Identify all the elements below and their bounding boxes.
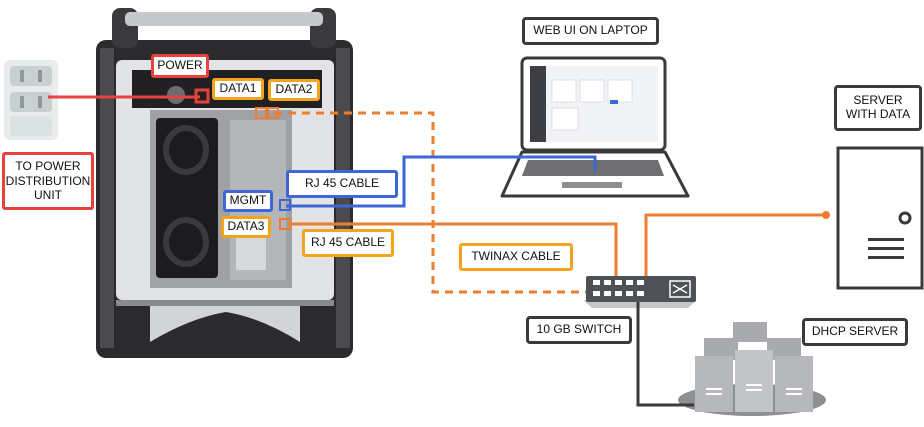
appliance-rear [96, 8, 353, 358]
mgmt-label: MGMT [223, 190, 273, 212]
data3-cable [279, 218, 618, 276]
tower-server-icon [836, 146, 924, 290]
server-with-data-label: SERVER WITH DATA [834, 85, 922, 131]
power-cable [48, 88, 210, 104]
dhcp-cable [636, 302, 694, 407]
pdu-label: TO POWER DISTRIBUTION UNIT [2, 152, 94, 210]
data1-label: DATA1 [212, 78, 264, 100]
server-cluster-icon [678, 322, 826, 416]
web-ui-label: WEB UI ON LAPTOP [522, 17, 659, 45]
rj45-cable-label-mgmt: RJ 45 CABLE [286, 170, 398, 198]
twinax-cable [255, 107, 586, 294]
power-label: POWER [151, 54, 209, 78]
rj45-cable-label-data3: RJ 45 CABLE [302, 229, 394, 257]
data2-label: DATA2 [268, 79, 320, 101]
network-switch-icon [583, 276, 697, 308]
laptop-icon [500, 56, 690, 198]
data3-label: DATA3 [221, 216, 271, 238]
mgmt-cable [279, 155, 597, 211]
switch-label: 10 GB SWITCH [526, 316, 632, 344]
power-outlet-icon [4, 60, 58, 140]
server-data-cable [644, 211, 830, 276]
dhcp-server-label: DHCP SERVER [802, 318, 908, 346]
twinax-cable-label: TWINAX CABLE [459, 243, 573, 271]
